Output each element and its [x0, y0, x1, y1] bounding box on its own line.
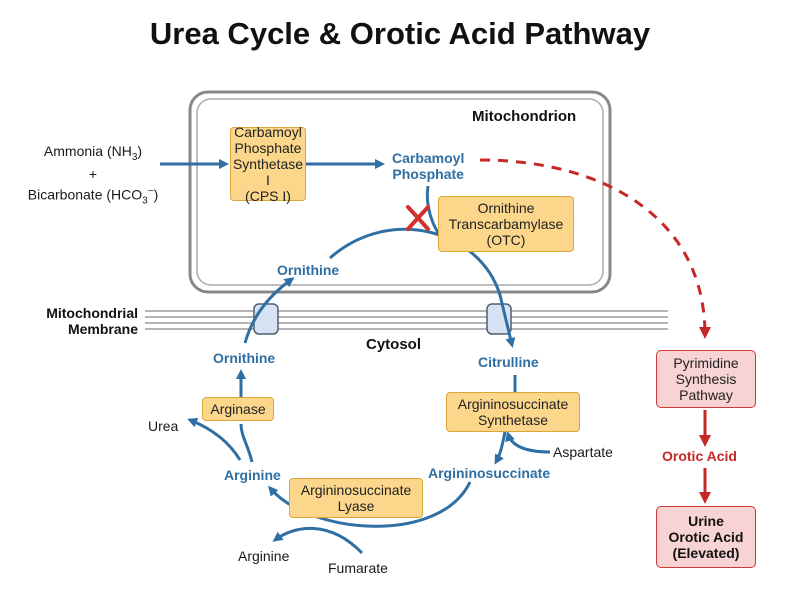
membrane-label: Mitochondrial Membrane: [26, 305, 138, 337]
otc-line2: Transcarbamylase: [448, 216, 564, 232]
pyrimidine-line2: Synthesis: [675, 371, 737, 387]
carbamoyl-phosphate-label: Carbamoyl Phosphate: [392, 150, 464, 182]
aspartate-label: Aspartate: [553, 444, 613, 460]
ass-line2: Synthetase: [477, 412, 549, 428]
fumarate-label: Fumarate: [328, 560, 388, 576]
otc-line1: Ornithine: [477, 200, 535, 216]
otc-line3: (OTC): [486, 232, 526, 248]
asl-line1: Argininosuccinate: [300, 482, 412, 498]
otc-block-icon: [406, 205, 430, 231]
argininosuccinate-label: Argininosuccinate: [428, 465, 551, 481]
ornithine-transporter: [253, 303, 279, 335]
carbamoyl-to-pyrimidine-dashed-arrow: [479, 158, 711, 339]
ass-line1: Argininosuccinate: [457, 396, 569, 412]
membrane-label-line1: Mitochondrial: [46, 305, 138, 321]
arginine-label: Arginine: [224, 467, 281, 483]
mitochondrial-membrane: [145, 310, 668, 330]
citrulline-label: Citrulline: [478, 354, 539, 370]
membrane-label-line2: Membrane: [67, 321, 138, 337]
enzyme-cps1: Carbamoyl Phosphate Synthetase I (CPS I): [230, 124, 306, 204]
ornithine-to-citrulline-arc: [329, 227, 516, 348]
urine-line3: (Elevated): [672, 545, 740, 561]
enzyme-otc: Ornithine Transcarbamylase (OTC): [438, 196, 574, 252]
aspartate-input-arrow: [505, 431, 551, 454]
ornithine-cyto-label: Ornithine: [213, 350, 276, 366]
carbamoyl-line2: Phosphate: [392, 166, 464, 182]
plus-label: +: [88, 165, 98, 182]
mitochondrion-inner: [196, 98, 604, 286]
ass-to-argininosuccinate-arrow: [494, 431, 507, 465]
cps1-line4: (CPS I): [245, 188, 291, 204]
enzyme-arginase: Arginase: [202, 397, 274, 421]
pyrimidine-line3: Pathway: [679, 387, 733, 403]
arginine-output-label: Arginine: [238, 548, 290, 564]
cps1-line2: Phosphate: [234, 140, 302, 156]
cps1-line3: Synthetase I: [232, 156, 304, 188]
urine-line1: Urine: [688, 513, 724, 529]
enzyme-ass: Argininosuccinate Synthetase: [446, 392, 580, 432]
page-title: Urea Cycle & Orotic Acid Pathway: [149, 16, 651, 51]
mitochondrion-outer: [188, 90, 612, 294]
asl-line2: Lyase: [337, 498, 375, 514]
inputs-label: Ammonia (NH3) + Bicarbonate (HCO3−): [18, 143, 168, 209]
ornithine-cyto-to-mito-arrow: [243, 277, 295, 344]
arginine-to-arginase-line: [239, 423, 254, 463]
bicarbonate-label: Bicarbonate (HCO3−): [27, 185, 159, 207]
pyrimidine-line1: Pyrimidine: [673, 355, 739, 371]
enzyme-asl: Argininosuccinate Lyase: [289, 478, 423, 518]
urine-line2: Orotic Acid: [668, 529, 744, 545]
cytosol-label: Cytosol: [366, 336, 422, 353]
orotic-acid-label: Orotic Acid: [662, 448, 737, 464]
ammonia-label: Ammonia (NH3): [43, 143, 143, 163]
mitochondrion-label: Mitochondrion: [472, 108, 577, 125]
urine-orotic-acid-box: Urine Orotic Acid (Elevated): [656, 506, 756, 568]
carbamoyl-line1: Carbamoyl: [392, 150, 465, 166]
fumarate-side-arrow: [272, 526, 364, 555]
ornithine-mito-label: Ornithine: [277, 262, 340, 278]
pyrimidine-pathway-box: Pyrimidine Synthesis Pathway: [656, 350, 756, 408]
cps1-line1: Carbamoyl: [234, 124, 302, 140]
urea-output-arrow: [187, 417, 242, 461]
urea-label: Urea: [148, 418, 179, 434]
